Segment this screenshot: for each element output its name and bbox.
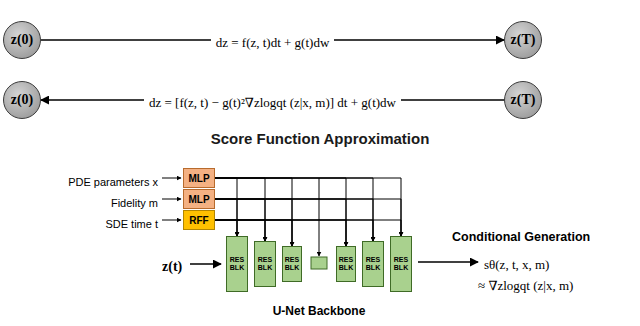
condition-line — [215, 220, 237, 236]
state-circle: z(0) — [3, 81, 41, 119]
input-state-label-holder: z(t) — [162, 257, 182, 275]
panel-title: Score Function Approximation — [10, 130, 630, 147]
res-block: RES BLK — [254, 241, 276, 287]
condition-line — [215, 220, 401, 236]
node-label: z(0) — [11, 32, 34, 48]
input-arrow — [162, 220, 181, 221]
node-label: U-Net Backbone — [273, 304, 366, 318]
sde-equation: dz = f(z, t)dt + g(t)dw — [211, 35, 335, 50]
res-block: RES BLK — [390, 236, 412, 292]
score-network-label: sθ(z, t, x, m) — [484, 257, 549, 272]
node-label: MLP — [188, 173, 209, 184]
mlp-box: MLP — [183, 189, 215, 209]
equation-label-holder: dz = f(z, t)dt + g(t)dw — [211, 33, 335, 51]
input-label-holder: Fidelity m — [111, 193, 158, 211]
state-circle: z(T) — [504, 81, 542, 119]
condition-line — [215, 178, 237, 236]
input-label: PDE parameters x — [68, 176, 158, 188]
node-label: z(0) — [11, 92, 34, 108]
equation-label-holder: dz = [f(z, t) − g(t)²∇zlogqt (z|x, m)] d… — [144, 93, 401, 111]
output-heading-holder: Conditional Generation — [452, 227, 590, 245]
res-block: RES BLK — [226, 236, 248, 292]
input-state-label: z(t) — [162, 259, 182, 274]
encoder-trapezoid — [222, 228, 305, 300]
unet-backbone: U-Net Backbone RES BLK RES BLK RES BLK RES B… — [218, 226, 420, 320]
sde-equation: dz = [f(z, t) − g(t)²∇zlogqt (z|x, m)] d… — [144, 95, 401, 110]
node-label: RES BLK — [255, 256, 275, 272]
score-approximation: ≈ ∇zlogqt (z|x, m) — [478, 278, 573, 293]
node-label: RES BLK — [337, 256, 355, 272]
input-arrow — [162, 178, 181, 179]
condition-line — [215, 199, 237, 236]
input-label: SDE time t — [105, 218, 158, 230]
state-circle: z(T) — [504, 21, 542, 59]
heatmap-blob — [24, 0, 72, 26]
rff-box: RFF — [183, 210, 215, 230]
output-heading: Conditional Generation — [452, 230, 590, 244]
condition-line — [215, 178, 265, 241]
node-label: RES BLK — [283, 256, 301, 272]
node-label: MLP — [188, 194, 209, 205]
decoder-trapezoid — [333, 228, 416, 300]
panel-rounded-rect — [11, 123, 630, 322]
noise-field-image — [568, 0, 640, 102]
input-label: Fidelity m — [111, 197, 158, 209]
input-label-holder: PDE parameters x — [68, 172, 158, 190]
heatmap-blob — [36, 42, 76, 74]
condition-line — [215, 178, 373, 241]
input-arrow — [190, 263, 221, 265]
res-block: RES BLK — [362, 241, 384, 287]
node-label: RFF — [189, 215, 208, 226]
input-arrow — [162, 199, 181, 200]
score-network-label-holder: sθ(z, t, x, m) — [484, 255, 549, 273]
node-label: RES BLK — [391, 256, 411, 272]
input-label-holder: SDE time t — [105, 214, 158, 232]
output-arrow — [418, 261, 478, 263]
bottleneck-block — [311, 257, 327, 269]
res-block: RES BLK — [336, 246, 356, 282]
res-block: RES BLK — [282, 246, 302, 282]
node-label: z(T) — [511, 92, 536, 108]
heatmap-ground — [0, 0, 70, 78]
node-label: RES BLK — [363, 256, 383, 272]
mlp-box: MLP — [183, 168, 215, 188]
bottleneck-drop-line — [319, 178, 320, 256]
state-circle: z(0) — [3, 21, 41, 59]
node-label: RES BLK — [227, 256, 247, 272]
node-label: z(T) — [511, 32, 536, 48]
score-approximation-holder: ≈ ∇zlogqt (z|x, m) — [478, 276, 573, 294]
